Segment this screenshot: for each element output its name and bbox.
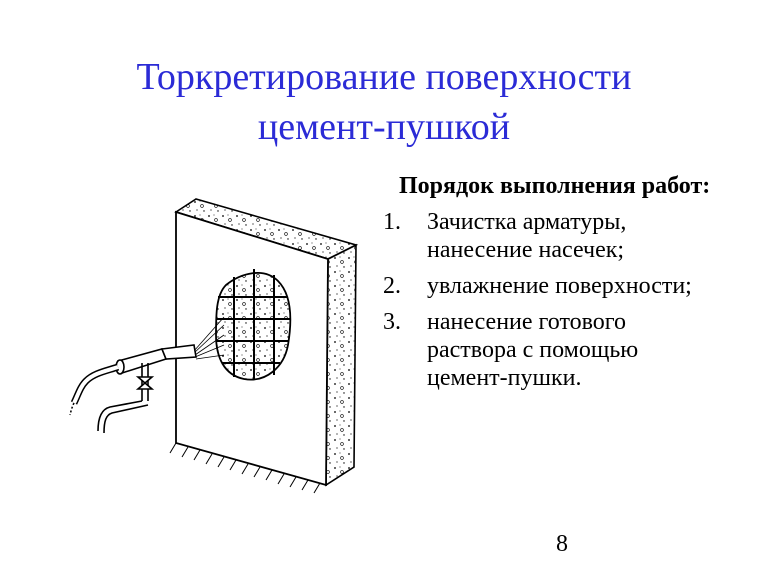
slide-title-line-2: цемент-пушкой xyxy=(257,106,511,148)
step-text: Зачистка арматуры, нанесение насечек; xyxy=(427,209,627,263)
slide-title-line-1: Торкретирование поверхности xyxy=(136,56,632,98)
step-text: увлажнение поверхности; xyxy=(427,273,692,299)
procedure-step-2: 2. увлажнение поверхности; xyxy=(383,272,713,300)
exposed-rebar-area xyxy=(215,269,292,381)
feed-hose xyxy=(69,363,120,416)
step-text: нанесение готового раствора с помощью це… xyxy=(427,309,639,391)
procedure-step-3: 3. нанесение готового раствора с помощью… xyxy=(383,308,713,392)
page-number: 8 xyxy=(556,531,568,557)
procedure-block: Порядок выполнения работ: 1. Зачистка ар… xyxy=(383,172,713,400)
step-number: 2. xyxy=(383,273,401,299)
shotcrete-illustration xyxy=(69,198,359,494)
water-line-valve xyxy=(97,363,155,434)
step-number: 1. xyxy=(383,209,401,235)
step-number: 3. xyxy=(383,309,401,335)
slide-title: Торкретирование поверхности цемент-пушко… xyxy=(0,52,768,152)
mortar-spray xyxy=(193,316,225,360)
procedure-list: 1. Зачистка арматуры, нанесение насечек;… xyxy=(383,208,713,392)
procedure-heading: Порядок выполнения работ: xyxy=(399,173,711,199)
procedure-step-1: 1. Зачистка арматуры, нанесение насечек; xyxy=(383,208,713,264)
